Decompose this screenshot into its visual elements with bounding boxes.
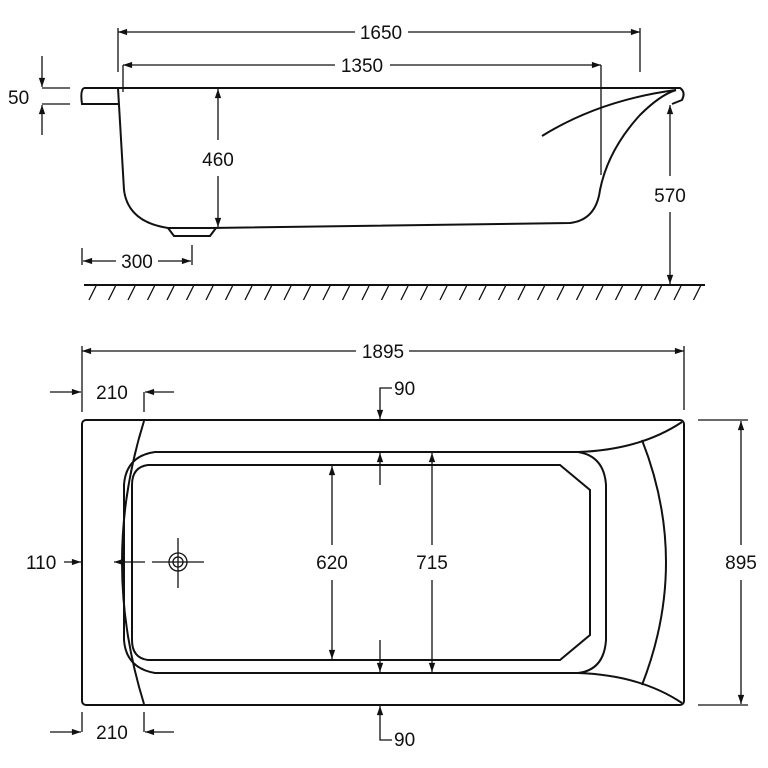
hatch-mark — [263, 285, 273, 301]
hatch-mark — [653, 285, 663, 301]
right-headrest-arc — [641, 439, 667, 686]
dim-line — [376, 387, 392, 419]
drain-icon — [152, 538, 204, 588]
hatch-mark — [419, 285, 429, 301]
hatch-mark — [692, 285, 702, 301]
dim-110-label: 110 — [26, 553, 56, 574]
dim-1650-label: 1650 — [360, 23, 402, 44]
backrest-curve — [541, 89, 677, 137]
dim-210-bottom-label: 210 — [96, 723, 128, 744]
top-view: 1895 210 210 90 90 110 620 715 — [26, 342, 757, 751]
hatch-mark — [302, 285, 312, 301]
dim-715-label: 715 — [416, 553, 448, 574]
hatch-mark — [166, 285, 175, 301]
dim-570-label: 570 — [654, 186, 686, 207]
hatch-mark — [361, 285, 370, 301]
hatch-mark — [127, 285, 136, 301]
hatch-mark — [439, 285, 448, 301]
dim-line — [376, 705, 392, 741]
dim-1895-label: 1895 — [362, 342, 404, 363]
tub-side-outline — [80, 87, 685, 229]
hatch-mark — [634, 285, 643, 301]
floor-hatching — [88, 285, 702, 301]
hatch-mark — [322, 285, 331, 301]
hatch-mark — [400, 285, 409, 301]
drain-outlet — [167, 227, 217, 237]
hatch-mark — [673, 285, 682, 301]
hatch-mark — [88, 285, 97, 301]
hatch-mark — [224, 285, 234, 301]
hatch-mark — [458, 285, 468, 301]
hatch-mark — [283, 285, 292, 301]
hatch-mark — [595, 285, 604, 301]
hatch-mark — [107, 285, 117, 301]
hatch-mark — [517, 285, 526, 301]
hatch-mark — [380, 285, 390, 301]
hatch-mark — [478, 285, 487, 301]
dim-1350-label: 1350 — [341, 56, 383, 77]
hatch-mark — [575, 285, 585, 301]
dim-210-top-label: 210 — [96, 383, 128, 404]
hatch-mark — [244, 285, 253, 301]
hatch-mark — [536, 285, 546, 301]
hatch-mark — [556, 285, 565, 301]
dim-460-label: 460 — [202, 150, 234, 171]
right-headrest-curve-top — [577, 421, 683, 453]
hatch-mark — [205, 285, 214, 301]
hatch-mark — [146, 285, 156, 301]
hatch-mark — [341, 285, 351, 301]
side-view: 1650 1350 50 460 570 300 — [8, 23, 705, 301]
dim-50-label: 50 — [8, 88, 29, 109]
hatch-mark — [614, 285, 624, 301]
dim-300-label: 300 — [121, 252, 153, 273]
right-headrest-curve-bottom — [577, 672, 683, 704]
dim-90-bottom-label: 90 — [394, 730, 415, 751]
dim-895-label: 895 — [725, 553, 757, 574]
dim-90-top-label: 90 — [394, 379, 415, 400]
basin-inner-outline — [131, 464, 591, 661]
dim-620-label: 620 — [316, 553, 348, 574]
hatch-mark — [497, 285, 507, 301]
tub-outer-rim — [81, 419, 685, 706]
hatch-mark — [185, 285, 195, 301]
